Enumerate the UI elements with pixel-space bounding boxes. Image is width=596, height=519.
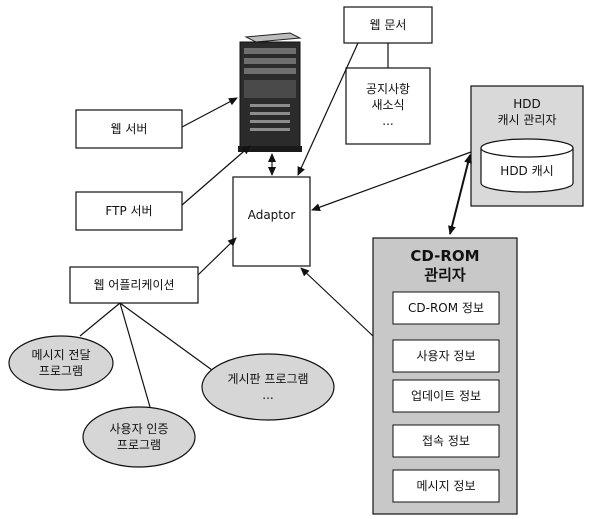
- ftp-server-label: FTP 서버: [105, 204, 153, 218]
- arrow-webapp-to-adaptor: [197, 237, 237, 276]
- ftp-server-box: [75, 191, 183, 231]
- web-server-label: 웹 서버: [110, 122, 148, 136]
- web-doc-item: 공지사항: [365, 82, 411, 96]
- cdrom-item-label: CD-ROM 정보: [408, 301, 484, 315]
- arrow-hdd-cdrom: [448, 154, 472, 235]
- arrow-ftp-to-server: [181, 145, 251, 206]
- message-program-line1: 메시지 전달: [31, 348, 91, 362]
- web-doc-box: [343, 6, 433, 44]
- web-doc-title: 웹 문서: [369, 18, 407, 32]
- web-doc-list-box: [345, 67, 431, 145]
- cdrom-item-label: 접속 정보: [422, 434, 470, 448]
- board-program-line1: 게시판 프로그램: [227, 372, 309, 386]
- cdrom-title-line2: 관리자: [424, 266, 466, 284]
- message-program-line2: 프로그램: [38, 364, 84, 378]
- cdrom-item-label: 업데이트 정보: [410, 389, 482, 403]
- hdd-title-line1: HDD: [513, 97, 541, 111]
- arrow-webdoc-to-adaptor: [297, 42, 359, 176]
- hdd-cache-cylinder-icon: [480, 138, 574, 193]
- web-app-label: 웹 어플리케이션: [93, 278, 175, 292]
- hdd-cache-label: HDD 캐시: [500, 164, 554, 178]
- line-webapp-board: [119, 302, 213, 371]
- hdd-title-line2: 캐시 관리자: [497, 113, 557, 127]
- message-program-label: 메시지 전달 프로그램: [11, 345, 111, 381]
- board-program-label: 게시판 프로그램 ...: [204, 369, 332, 405]
- cdrom-item-box: [392, 469, 500, 503]
- message-program-ellipse: [8, 335, 114, 391]
- auth-program-line1: 사용자 인증: [109, 422, 169, 436]
- web-doc-item: 새소식: [371, 98, 405, 112]
- line-webapp-auth: [119, 302, 151, 408]
- cdrom-item-label: 메시지 정보: [416, 479, 476, 493]
- arrow-webserver-to-server: [181, 97, 238, 128]
- auth-program-line2: 프로그램: [116, 438, 162, 452]
- cdrom-item-box: [392, 339, 500, 373]
- adaptor-box: [232, 176, 311, 267]
- cdrom-item-box: [392, 291, 500, 325]
- web-doc-item: ...: [382, 114, 394, 128]
- hdd-manager-title: HDD 캐시 관리자: [471, 94, 583, 130]
- cdrom-manager-title: CD-ROM 관리자: [373, 246, 517, 286]
- web-app-box: [69, 266, 199, 304]
- server-tower-icon: [238, 32, 302, 152]
- line-webapp-message: [79, 302, 121, 337]
- auth-program-ellipse: [82, 406, 196, 468]
- arrow-hdd-to-adaptor: [311, 151, 472, 212]
- cdrom-manager-box: [372, 237, 518, 515]
- board-program-ellipse: [201, 353, 335, 421]
- board-program-line2: ...: [262, 388, 274, 402]
- cdrom-item-label: 사용자 정보: [416, 349, 476, 363]
- cdrom-item-box: [392, 424, 500, 458]
- cdrom-title-line1: CD-ROM: [410, 247, 480, 265]
- web-server-box: [75, 109, 183, 149]
- arrow-cdrom-to-adaptor: [300, 267, 374, 337]
- web-doc-list: 공지사항 새소식 ...: [346, 74, 430, 136]
- adaptor-label: Adaptor: [247, 208, 296, 222]
- cdrom-item-box: [392, 379, 500, 413]
- auth-program-label: 사용자 인증 프로그램: [85, 419, 193, 455]
